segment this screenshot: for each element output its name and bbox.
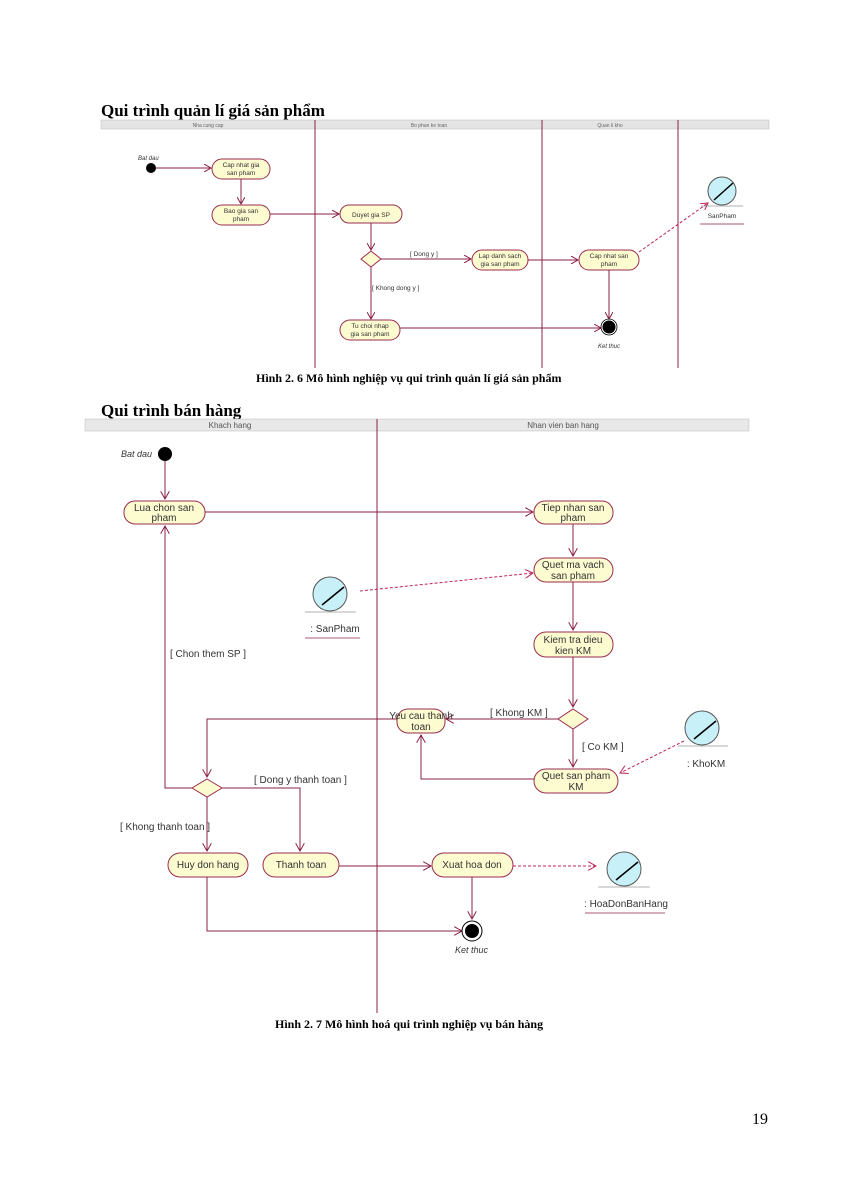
svg-text:Cap nhat gia: Cap nhat gia bbox=[223, 162, 260, 169]
lane-header-supplier: Nha cung cap bbox=[193, 123, 224, 129]
start-label-1: Bat dau bbox=[138, 156, 159, 162]
svg-text:gia san pham: gia san pham bbox=[350, 331, 389, 338]
svg-text:Lap danh sach: Lap danh sach bbox=[479, 253, 522, 260]
svg-text:pham: pham bbox=[601, 261, 617, 268]
swimlane-header-row-1: Nha cung cap Bo phan ke toan Quan li kho bbox=[100, 119, 770, 130]
svg-text:san pham: san pham bbox=[227, 170, 256, 177]
svg-text:SanPham: SanPham bbox=[708, 213, 737, 220]
object-sanpham-1: SanPham bbox=[700, 176, 744, 225]
end-label-1: Ket thuc bbox=[598, 344, 620, 350]
decision-approve bbox=[360, 250, 382, 268]
section-heading-sales: Qui trình bán hàng bbox=[101, 401, 242, 420]
figure-caption-2-7: Hình 2. 7 Mô hình hoá qui trình nghiệp v… bbox=[275, 1017, 544, 1031]
activity-reject-price bbox=[339, 319, 401, 341]
start-node-1 bbox=[146, 163, 156, 173]
section-heading-price-management: Qui trình quản lí giá sản phẩm bbox=[101, 101, 325, 120]
activity-price-quote bbox=[211, 204, 271, 226]
svg-text:pham: pham bbox=[233, 216, 249, 223]
svg-text:Tu choi nhap: Tu choi nhap bbox=[351, 323, 389, 330]
lane-header-accounting: Bo phan ke toan bbox=[411, 123, 448, 129]
guard-agree: [ Dong y ] bbox=[410, 251, 438, 258]
svg-text:gia san pham: gia san pham bbox=[480, 261, 519, 268]
lane-header-warehouse: Quan li kho bbox=[597, 123, 623, 129]
figure-caption-2-6: Hình 2. 6 Mô hình nghiệp vụ qui trình qu… bbox=[256, 371, 562, 385]
svg-text:Bao gia san: Bao gia san bbox=[224, 208, 259, 215]
svg-text:Cap nhat san: Cap nhat san bbox=[590, 253, 629, 260]
svg-text:Duyet gia SP: Duyet gia SP bbox=[352, 212, 390, 219]
end-node-1 bbox=[602, 320, 616, 334]
guard-disagree: [ Khong dong y ] bbox=[372, 285, 420, 292]
page-number: 19 bbox=[752, 1111, 768, 1128]
